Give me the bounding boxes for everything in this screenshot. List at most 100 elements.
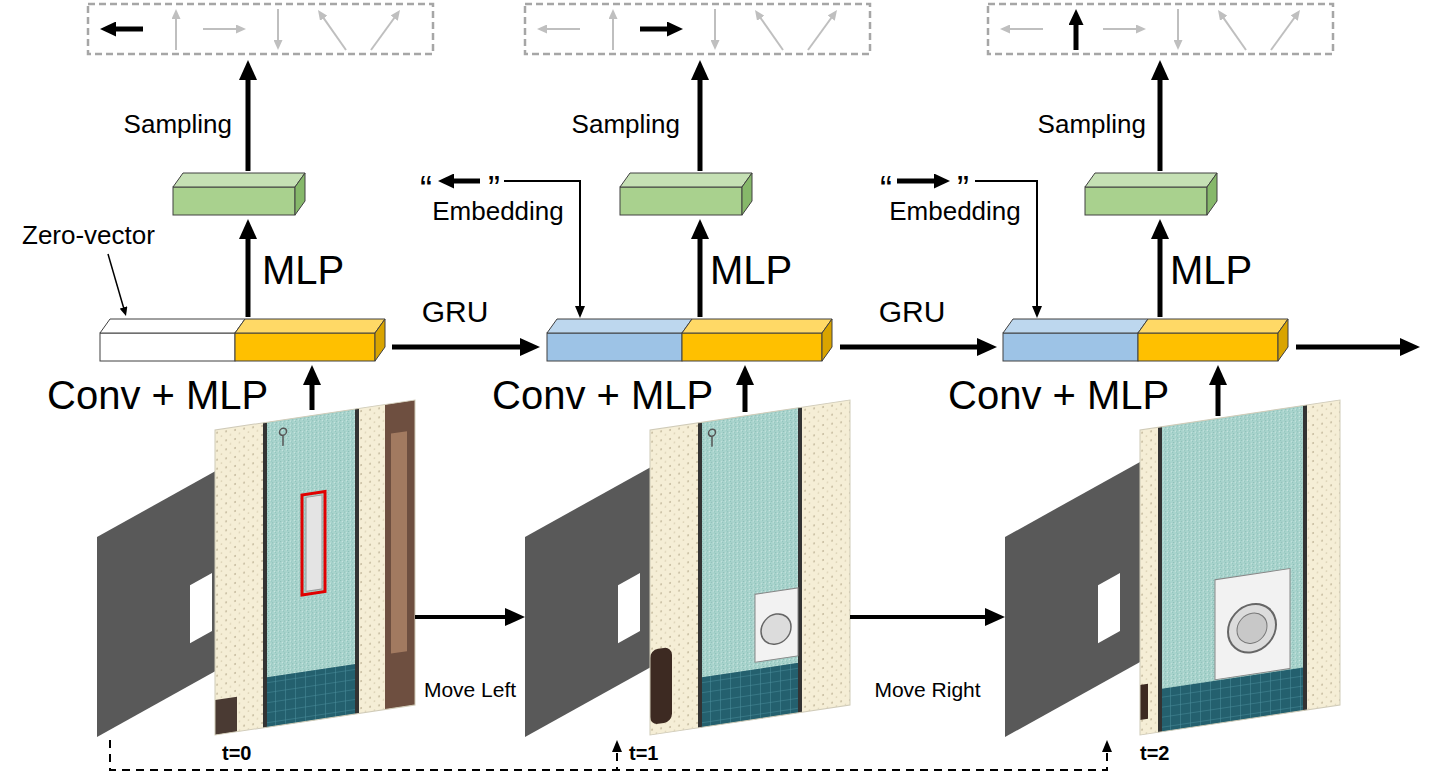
feature-vector bbox=[375, 319, 385, 361]
action-box bbox=[277, 9, 279, 42]
rgb-image bbox=[1228, 601, 1276, 656]
rgb-image bbox=[1140, 400, 1340, 735]
rgb-image bbox=[755, 588, 798, 662]
output-block bbox=[1085, 173, 1217, 187]
rgb-image bbox=[385, 400, 415, 710]
output-block bbox=[620, 173, 752, 187]
rgb-image bbox=[650, 647, 672, 725]
feature-vector bbox=[682, 319, 832, 333]
rgb-image bbox=[761, 612, 791, 647]
action-label: Move Left bbox=[421, 677, 519, 702]
depth-image bbox=[1098, 573, 1120, 643]
rgb-image bbox=[215, 395, 415, 740]
time-step-label: t=0 bbox=[222, 742, 251, 764]
action-box bbox=[175, 17, 177, 50]
annotation-label: Embedding bbox=[432, 197, 564, 227]
encoder-arrow bbox=[1216, 383, 1221, 416]
feedback-arrow bbox=[110, 740, 1107, 770]
annotation-label: Zero-vector bbox=[22, 221, 155, 251]
annotation-label: Sampling bbox=[124, 110, 232, 140]
action-box bbox=[88, 4, 433, 54]
annotation-label: GRU bbox=[422, 295, 489, 330]
rgb-image bbox=[265, 404, 357, 733]
output-block bbox=[173, 187, 295, 215]
feature-vector bbox=[1003, 333, 1138, 361]
output-block bbox=[295, 173, 305, 215]
rgb-image bbox=[709, 429, 716, 437]
frame-node: t=1 bbox=[525, 400, 850, 740]
rgb-image bbox=[1160, 400, 1305, 735]
annotation-label: Conv + MLP bbox=[948, 372, 1169, 418]
rgb-image bbox=[711, 437, 713, 447]
action-box bbox=[371, 17, 395, 51]
gru-arrow bbox=[840, 345, 979, 350]
depth-image bbox=[618, 573, 640, 643]
annotation-label: Conv + MLP bbox=[492, 372, 713, 418]
annotation-label: GRU bbox=[879, 295, 946, 330]
feature-vector bbox=[235, 319, 385, 333]
action-box bbox=[114, 27, 143, 32]
feature-vector bbox=[100, 319, 245, 333]
gru-arrow bbox=[1296, 345, 1402, 350]
feature-vector bbox=[1003, 319, 1148, 333]
rgb-image bbox=[1140, 684, 1148, 720]
feature-vector bbox=[235, 333, 375, 361]
rgb-image bbox=[1215, 569, 1290, 680]
action-box bbox=[1177, 9, 1179, 42]
rgb-image bbox=[700, 403, 800, 733]
encoder-arrow bbox=[310, 383, 315, 410]
feature-vector bbox=[1138, 333, 1278, 361]
feature-vector bbox=[547, 319, 692, 333]
frame-node: t=0 bbox=[97, 400, 415, 740]
action-box bbox=[545, 28, 580, 30]
rgb-image bbox=[215, 697, 237, 735]
feature-vector bbox=[100, 333, 235, 361]
feature-vector bbox=[547, 333, 682, 361]
annotation-label: MLP bbox=[1170, 247, 1252, 293]
action-box bbox=[988, 4, 1333, 54]
mlp-arrow bbox=[698, 237, 703, 317]
gru-arrow bbox=[392, 345, 1402, 350]
rgb-image bbox=[265, 404, 357, 733]
output-block bbox=[173, 173, 305, 187]
feedback-arrow bbox=[110, 740, 617, 770]
action-box bbox=[714, 9, 716, 42]
rgb-image bbox=[306, 495, 322, 591]
rgb-image bbox=[391, 431, 407, 653]
annotation-label: Embedding bbox=[889, 197, 1021, 227]
output-block bbox=[173, 173, 1217, 215]
depth-image bbox=[190, 573, 212, 643]
action-box bbox=[808, 17, 832, 51]
action-box bbox=[760, 17, 783, 50]
rgb-image bbox=[215, 400, 415, 735]
rgb-image bbox=[1140, 395, 1340, 740]
annotation-label: Sampling bbox=[1038, 110, 1146, 140]
feature-vector bbox=[100, 319, 1288, 361]
transition-arrow bbox=[415, 615, 507, 619]
rgb-image bbox=[650, 395, 850, 740]
sampling-arrow bbox=[1158, 78, 1163, 171]
rgb-image bbox=[650, 400, 850, 735]
time-step-label: t=2 bbox=[1140, 742, 1169, 764]
rgb-image bbox=[215, 400, 415, 735]
output-block bbox=[1207, 173, 1217, 215]
rgb-image bbox=[215, 400, 415, 735]
sampling-arrow bbox=[698, 78, 703, 171]
mlp-arrow bbox=[246, 237, 251, 317]
feature-vector bbox=[1278, 319, 1288, 361]
rgb-image bbox=[302, 492, 325, 595]
encoder-arrow bbox=[743, 383, 748, 412]
action-box bbox=[988, 4, 1333, 54]
rgb-image bbox=[1237, 611, 1267, 646]
action-box bbox=[1223, 17, 1246, 50]
mlp-arrow bbox=[248, 237, 1160, 317]
sampling-arrow bbox=[248, 78, 1160, 171]
action-box bbox=[1008, 28, 1043, 30]
action-box bbox=[640, 27, 669, 32]
action-box bbox=[1074, 23, 1079, 50]
rgb-image bbox=[1140, 400, 1340, 735]
action-box bbox=[323, 17, 346, 50]
annotation-label: Sampling bbox=[572, 110, 680, 140]
rgb-image bbox=[265, 664, 357, 733]
